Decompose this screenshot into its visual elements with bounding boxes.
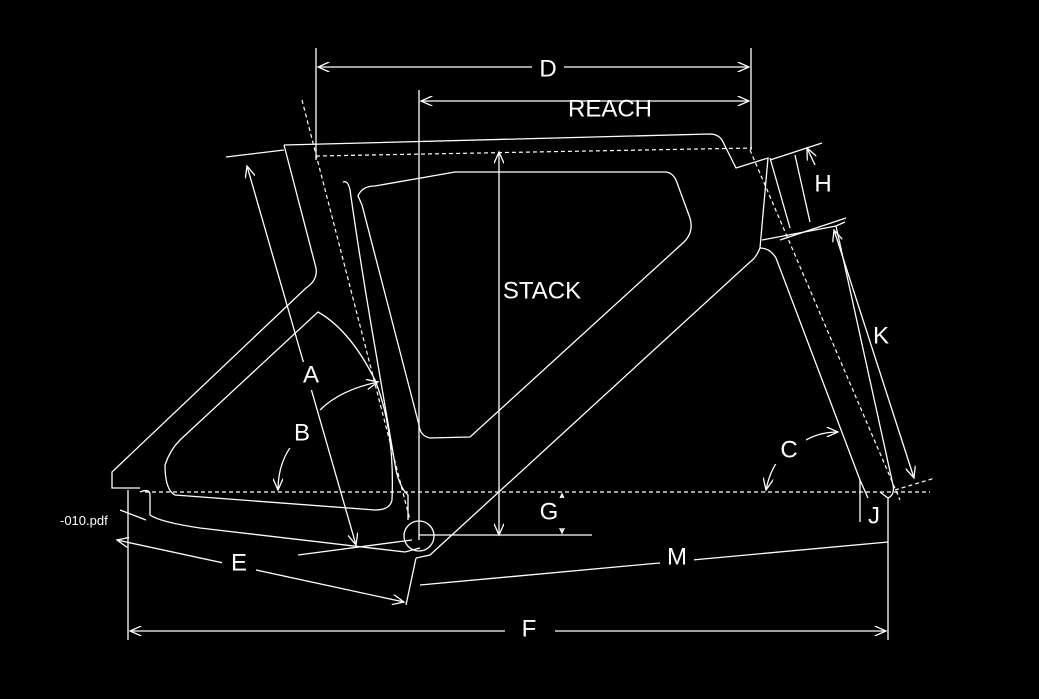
- label-b: B: [294, 419, 310, 446]
- label-g: G: [540, 498, 559, 525]
- label-a: A: [303, 361, 319, 388]
- label-j: J: [868, 502, 880, 529]
- label-c: C: [780, 436, 797, 463]
- label-stack: STACK: [503, 277, 581, 304]
- label-e: E: [231, 549, 247, 576]
- label-d: D: [539, 55, 556, 82]
- label-h: H: [814, 170, 831, 197]
- label-m: M: [667, 543, 687, 570]
- file-name-fragment: -010.pdf: [60, 513, 108, 528]
- label-reach: REACH: [568, 95, 652, 122]
- label-f: F: [522, 615, 537, 642]
- label-k: K: [873, 322, 889, 349]
- dimension-lines: [117, 48, 914, 640]
- reference-lines: [145, 99, 936, 521]
